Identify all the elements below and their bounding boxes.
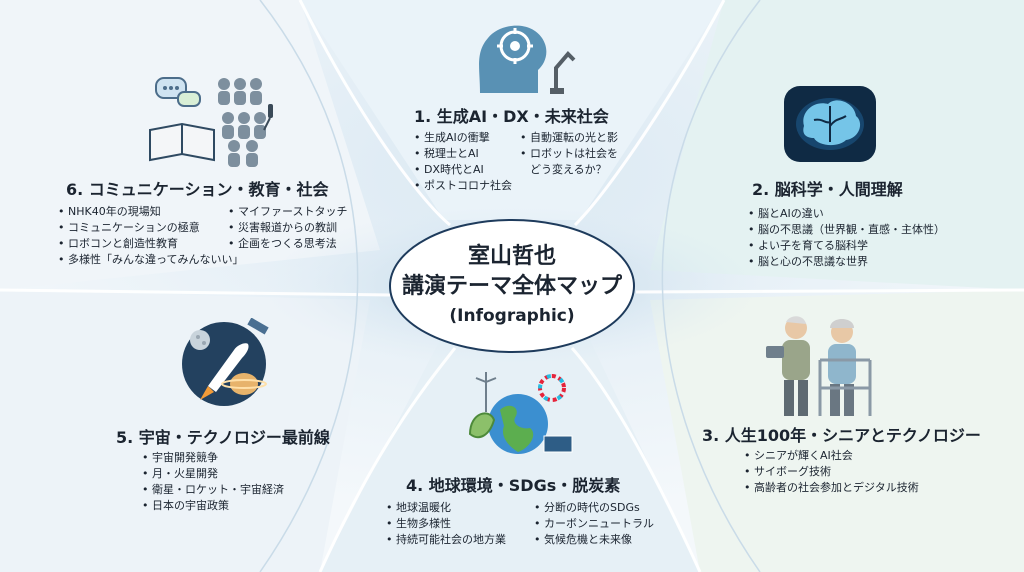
- list-item: NHK40年の現場知: [56, 204, 243, 220]
- section-6-list-left: NHK40年の現場知 コミュニケーションの極意 ロボコンと創造性教育 多様性「み…: [56, 204, 243, 268]
- section-3-list: シニアが輝くAI社会 サイボーグ技術 高齢者の社会参加とデジタル技術: [742, 448, 919, 496]
- section-6-list-right: マイファーストタッチ 災害報道からの教訓 企画をつくる思考法: [226, 204, 347, 252]
- list-item: 企画をつくる思考法: [226, 236, 347, 252]
- list-item: 高齢者の社会参加とデジタル技術: [742, 480, 919, 496]
- list-item: 月・火星開発: [140, 466, 284, 482]
- ai-brain-gear-icon: [479, 25, 576, 94]
- list-item: 脳の不思議（世界観・直感・主体性）: [746, 222, 945, 238]
- section-5-title: 5. 宇宙・テクノロジー最前線: [116, 428, 330, 447]
- list-item: シニアが輝くAI社会: [742, 448, 919, 464]
- rocket-space-icon: [182, 318, 269, 406]
- center-title-block: 室山哲也 講演テーマ全体マップ (Infographic): [382, 242, 642, 330]
- list-item: 自動運転の光と影: [518, 130, 618, 146]
- section-1-list-right: 自動運転の光と影 ロボットは社会を どう変えるか？: [518, 130, 618, 178]
- section-4-list-left: 地球温暖化 生物多様性 持続可能社会の地方業: [384, 500, 506, 548]
- list-item: 衛星・ロケット・宇宙経済: [140, 482, 284, 498]
- center-name: 室山哲也: [467, 244, 556, 269]
- list-item: 税理士とAI: [412, 146, 512, 162]
- list-item: どう変えるか？: [518, 162, 618, 178]
- list-item: サイボーグ技術: [742, 464, 919, 480]
- list-item: 分断の時代のSDGs: [532, 500, 654, 516]
- list-item: 日本の宇宙政策: [140, 498, 284, 514]
- list-item: 地球温暖化: [384, 500, 506, 516]
- section-2-list: 脳とAIの違い 脳の不思議（世界観・直感・主体性） よい子を育てる脳科学 脳と心…: [746, 206, 945, 270]
- list-item: ロボットは社会を: [518, 146, 618, 162]
- list-item: DX時代とAI: [412, 162, 512, 178]
- section-1-list-left: 生成AIの衝撃 税理士とAI DX時代とAI ポストコロナ社会: [412, 130, 512, 194]
- senior-couple-icon: [766, 316, 872, 416]
- list-item-continuation: どう変えるか？: [530, 163, 607, 176]
- education-community-icon: [149, 77, 273, 167]
- list-item: 脳と心の不思議な世界: [746, 254, 945, 270]
- list-item: コミュニケーションの極意: [56, 220, 243, 236]
- list-item: 脳とAIの違い: [746, 206, 945, 222]
- center-subtitle: (Infographic): [449, 306, 575, 326]
- list-item: 持続可能社会の地方業: [384, 532, 506, 548]
- section-3-title: 3. 人生100年・シニアとテクノロジー: [702, 426, 981, 445]
- list-item: よい子を育てる脳科学: [746, 238, 945, 254]
- list-item: 災害報道からの教訓: [226, 220, 347, 236]
- list-item: 生成AIの衝撃: [412, 130, 512, 146]
- section-6-title: 6. コミュニケーション・教育・社会: [66, 180, 329, 199]
- list-item: 宇宙開発競争: [140, 450, 284, 466]
- list-item: ポストコロナ社会: [412, 178, 512, 194]
- list-item: マイファーストタッチ: [226, 204, 347, 220]
- list-item: カーボンニュートラル: [532, 516, 654, 532]
- list-item: 多様性「みんな違ってみんないい」: [56, 252, 243, 268]
- section-1-title: 1. 生成AI・DX・未来社会: [414, 107, 609, 126]
- section-5-list: 宇宙開発競争 月・火星開発 衛星・ロケット・宇宙経済 日本の宇宙政策: [140, 450, 284, 514]
- list-item: 生物多様性: [384, 516, 506, 532]
- section-4-title: 4. 地球環境・SDGs・脱炭素: [406, 476, 621, 495]
- section-2-title: 2. 脳科学・人間理解: [752, 180, 903, 199]
- section-4-list-right: 分断の時代のSDGs カーボンニュートラル 気候危機と未来像: [532, 500, 654, 548]
- list-item: 気候危機と未来像: [532, 532, 654, 548]
- center-title: 講演テーマ全体マップ: [401, 274, 622, 299]
- glowing-brain-icon: [784, 86, 876, 162]
- earth-sdgs-icon: [468, 372, 573, 454]
- list-item: ロボコンと創造性教育: [56, 236, 243, 252]
